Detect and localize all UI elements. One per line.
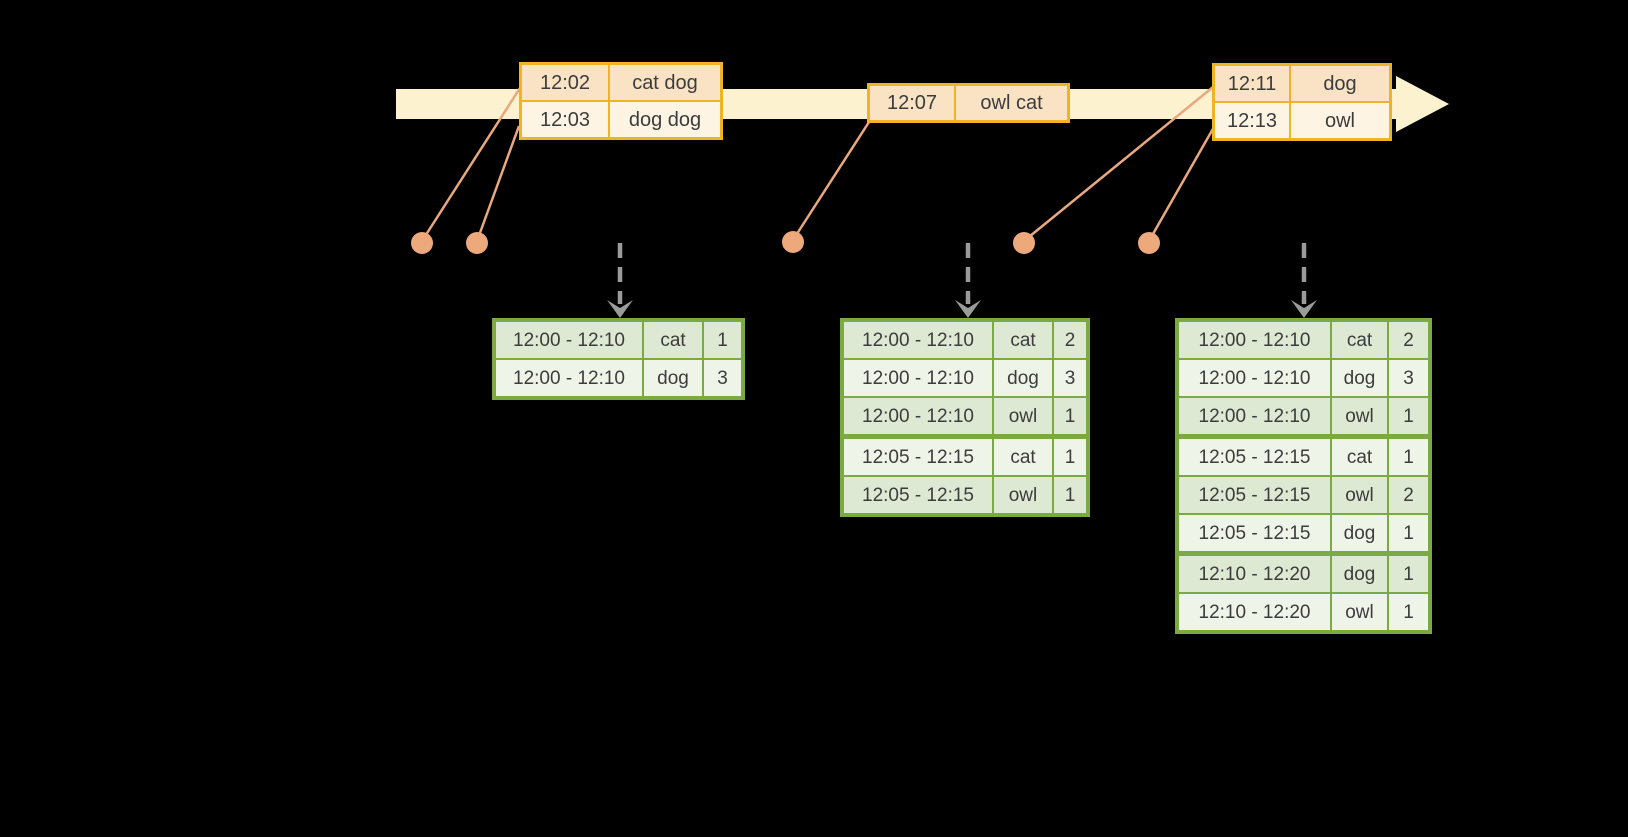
result-window-cell: 12:00 - 12:10 (496, 360, 642, 396)
event-box: 12:07 owl cat (867, 83, 1070, 123)
result-count-cell: 2 (1389, 322, 1428, 358)
event-words-cell: cat dog (610, 65, 720, 100)
result-window-cell: 12:00 - 12:10 (496, 322, 642, 358)
result-window-cell: 12:05 - 12:15 (1179, 439, 1330, 475)
result-row: 12:05 - 12:15 owl 2 (1179, 477, 1428, 513)
result-row: 12:05 - 12:15 cat 1 (1179, 439, 1428, 475)
result-count-cell: 1 (1054, 398, 1086, 434)
event-dot (466, 232, 488, 254)
event-time-cell: 12:13 (1215, 103, 1289, 138)
connector-line (1023, 86, 1214, 242)
event-dot (1138, 232, 1160, 254)
event-row: 12:02 cat dog (522, 65, 720, 100)
result-word-cell: owl (1332, 477, 1387, 513)
event-row: 12:11 dog (1215, 66, 1389, 101)
result-count-cell: 1 (1054, 477, 1086, 513)
event-time-cell: 12:02 (522, 65, 608, 100)
result-count-cell: 3 (704, 360, 741, 396)
event-dots (411, 231, 1160, 254)
result-count-cell: 1 (1389, 594, 1428, 630)
result-row: 12:10 - 12:20 owl 1 (1179, 594, 1428, 630)
down-chevron-icon (1291, 300, 1317, 318)
result-row: 12:00 - 12:10 cat 2 (844, 322, 1086, 358)
result-row: 12:10 - 12:20 dog 1 (1179, 556, 1428, 592)
result-row: 12:00 - 12:10 dog 3 (844, 360, 1086, 396)
result-row: 12:00 - 12:10 owl 1 (844, 398, 1086, 434)
connector-lines (420, 86, 1216, 242)
result-table: 12:00 - 12:10 cat 2 12:00 - 12:10 dog 3 … (840, 318, 1090, 517)
event-time-cell: 12:07 (870, 86, 954, 120)
result-window-cell: 12:05 - 12:15 (1179, 477, 1330, 513)
trigger-arrows (607, 243, 1317, 318)
result-word-cell: cat (644, 322, 702, 358)
event-time-cell: 12:03 (522, 102, 608, 137)
result-word-cell: dog (1332, 360, 1387, 396)
result-window-cell: 12:00 - 12:10 (844, 360, 992, 396)
result-window-cell: 12:10 - 12:20 (1179, 594, 1330, 630)
result-word-cell: dog (644, 360, 702, 396)
event-box: 12:02 cat dog 12:03 dog dog (519, 62, 723, 140)
result-window-cell: 12:00 - 12:10 (844, 398, 992, 434)
event-dot (1013, 232, 1035, 254)
result-word-cell: owl (1332, 398, 1387, 434)
event-time-cell: 12:11 (1215, 66, 1289, 101)
result-window-cell: 12:05 - 12:15 (1179, 515, 1330, 551)
result-count-cell: 3 (1389, 360, 1428, 396)
result-word-cell: dog (1332, 515, 1387, 551)
result-count-cell: 1 (1389, 439, 1428, 475)
connector-line (791, 121, 871, 241)
result-table: 12:00 - 12:10 cat 2 12:00 - 12:10 dog 3 … (1175, 318, 1432, 634)
result-word-cell: owl (994, 477, 1052, 513)
result-word-cell: dog (1332, 556, 1387, 592)
result-word-cell: cat (1332, 439, 1387, 475)
result-count-cell: 1 (1389, 398, 1428, 434)
result-row: 12:00 - 12:10 cat 2 (1179, 322, 1428, 358)
event-words-cell: owl (1291, 103, 1389, 138)
result-count-cell: 1 (1389, 515, 1428, 551)
event-words-cell: dog dog (610, 102, 720, 137)
result-row: 12:00 - 12:10 cat 1 (496, 322, 741, 358)
connector-line (475, 125, 521, 242)
result-row: 12:05 - 12:15 owl 1 (844, 477, 1086, 513)
result-window-cell: 12:00 - 12:10 (1179, 398, 1330, 434)
down-chevron-icon (955, 300, 981, 318)
down-chevron-icon (607, 300, 633, 318)
result-word-cell: cat (994, 439, 1052, 475)
result-row: 12:00 - 12:10 owl 1 (1179, 398, 1428, 434)
result-count-cell: 2 (1389, 477, 1428, 513)
result-row: 12:05 - 12:15 dog 1 (1179, 515, 1428, 551)
result-window-cell: 12:00 - 12:10 (844, 322, 992, 358)
result-count-cell: 2 (1054, 322, 1086, 358)
connector-line (1147, 126, 1216, 242)
result-table: 12:00 - 12:10 cat 1 12:00 - 12:10 dog 3 (492, 318, 745, 400)
result-word-cell: cat (1332, 322, 1387, 358)
result-row: 12:00 - 12:10 dog 3 (496, 360, 741, 396)
result-row: 12:00 - 12:10 dog 3 (1179, 360, 1428, 396)
result-count-cell: 1 (1389, 556, 1428, 592)
result-word-cell: dog (994, 360, 1052, 396)
result-word-cell: owl (994, 398, 1052, 434)
event-dot (782, 231, 804, 253)
result-row: 12:05 - 12:15 cat 1 (844, 439, 1086, 475)
event-row: 12:07 owl cat (870, 86, 1067, 120)
result-window-cell: 12:10 - 12:20 (1179, 556, 1330, 592)
event-box: 12:11 dog 12:13 owl (1212, 63, 1392, 141)
event-row: 12:13 owl (1215, 103, 1389, 138)
event-words-cell: owl cat (956, 86, 1067, 120)
result-window-cell: 12:00 - 12:10 (1179, 360, 1330, 396)
result-count-cell: 1 (1054, 439, 1086, 475)
result-count-cell: 3 (1054, 360, 1086, 396)
result-window-cell: 12:05 - 12:15 (844, 439, 992, 475)
result-word-cell: cat (994, 322, 1052, 358)
event-words-cell: dog (1291, 66, 1389, 101)
event-row: 12:03 dog dog (522, 102, 720, 137)
result-count-cell: 1 (704, 322, 741, 358)
timeline-arrowhead-icon (1396, 76, 1449, 132)
connector-line (420, 87, 522, 242)
result-window-cell: 12:00 - 12:10 (1179, 322, 1330, 358)
event-dot (411, 232, 433, 254)
result-word-cell: owl (1332, 594, 1387, 630)
result-window-cell: 12:05 - 12:15 (844, 477, 992, 513)
